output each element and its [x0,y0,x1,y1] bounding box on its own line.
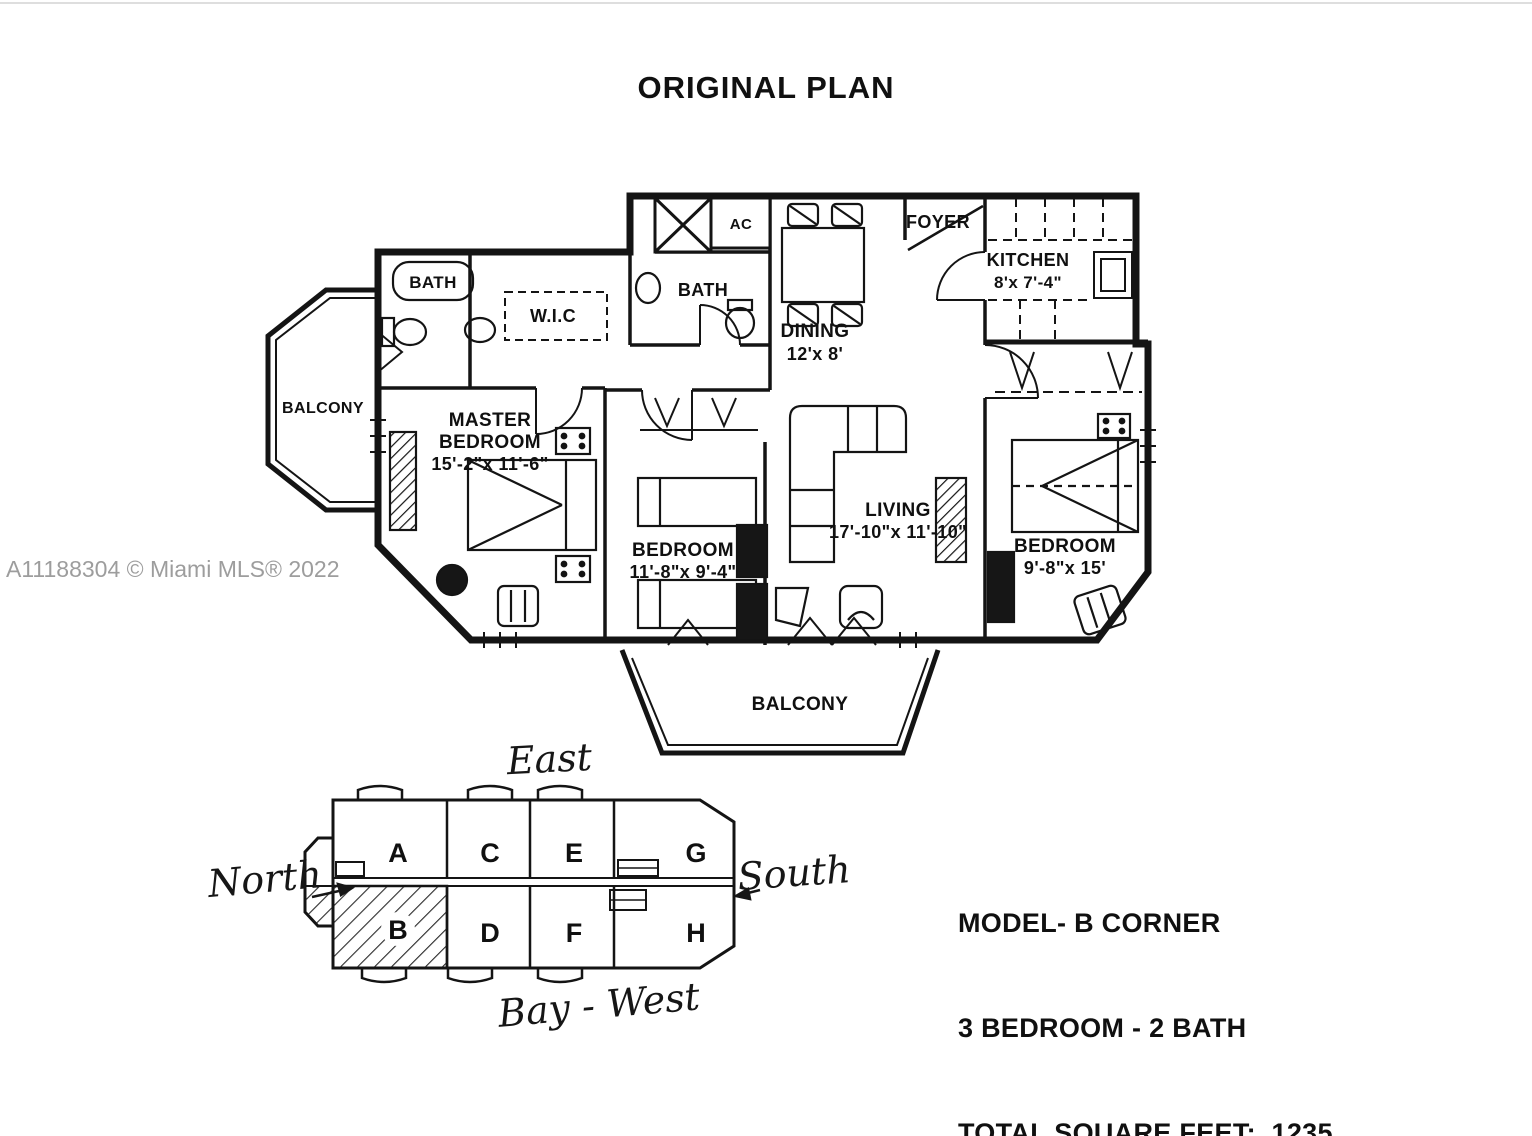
room-label-wic: W.I.C [530,306,576,326]
unit-label-h: H [686,918,706,948]
room-dims-living: 17'-10"x 11'-10" [829,522,967,542]
room-dims-dining: 12'x 8' [787,344,843,364]
unit-label-e: E [565,838,583,868]
room-label-bath-hall: BATH [678,280,728,300]
unit-label-f: F [566,918,583,948]
window-ticks [370,419,1156,648]
room-label-bedroom-middle: BEDROOM [632,540,734,561]
key-plan [303,784,736,984]
kitchen-cabinets [988,198,1133,340]
model-config: 3 BEDROOM - 2 BATH [958,1013,1247,1043]
room-label-living: LIVING [865,500,931,521]
dining-furniture [780,202,866,328]
direction-east: East [505,735,594,783]
room-dims-bedroom-middle: 11'-8"x 9'-4" [630,562,737,582]
unit-label-d: D [480,918,500,948]
shaft-and-ac [653,196,772,254]
room-label-foyer: FOYER [906,212,970,232]
closet-lines [504,291,1142,431]
master-bedroom-furniture [388,426,598,628]
room-labels: BATH W.I.C BATH AC FOYER KITCHEN 8'x 7'-… [282,212,1116,715]
room-label-ac: AC [730,216,752,233]
room-label-master-2: BEDROOM [439,432,541,453]
top-divider [0,2,1532,4]
room-label-kitchen: KITCHEN [987,250,1070,270]
bathroom-fixtures [380,260,756,348]
unit-label-c: C [480,838,500,868]
direction-bay-west: Bay - West [495,974,702,1036]
model-sqft: TOTAL SQUARE FEET: 1235 [958,1118,1333,1136]
direction-arrows [311,882,761,901]
room-dims-kitchen: 8'x 7'-4" [994,273,1062,292]
balcony-bottom-structure [619,649,941,756]
model-name: MODEL- B CORNER [958,908,1221,938]
room-dims-bedroom-right: 9'-8"x 15' [1024,558,1106,578]
room-label-bedroom-right: BEDROOM [1014,536,1116,557]
unit-label-b: B [388,915,408,945]
balcony-left-structure [265,287,378,513]
room-dims-master: 15'-2"x 11'-6" [431,454,548,474]
model-info: MODEL- B CORNER 3 BEDROOM - 2 BATH TOTAL… [958,836,1333,1136]
room-label-bath-master: BATH [409,273,457,292]
room-label-dining: DINING [781,321,850,342]
key-plan-unit-labels: A C E G B D F H [388,838,706,948]
unit-label-g: G [685,838,706,868]
room-label-balcony-left: BALCONY [282,400,364,417]
living-room-furniture [774,404,968,630]
middle-bedroom-furniture [636,476,769,642]
right-bedroom-furniture [986,412,1140,636]
mls-watermark: A11188304 © Miami MLS® 2022 [6,556,340,582]
unit-label-a: A [388,838,408,868]
room-label-balcony-bottom: BALCONY [752,694,849,715]
room-label-master-1: MASTER [449,410,532,431]
balcony-doors [377,331,877,646]
page-title: ORIGINAL PLAN [637,70,895,105]
direction-north: North [205,852,323,906]
